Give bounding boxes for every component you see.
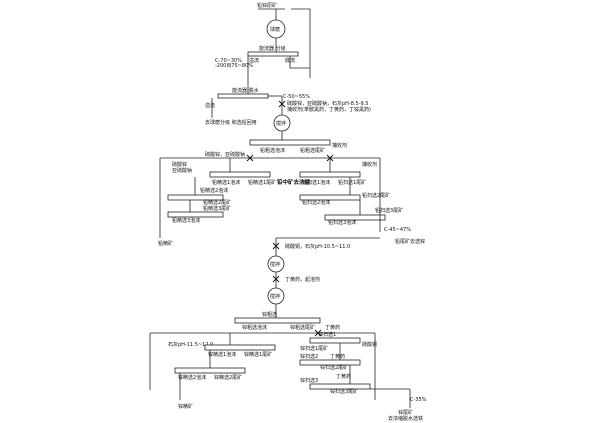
zn-scav3-tail-label: 锌扫选3尾矿 xyxy=(330,388,358,395)
pb-scav1-tail-label: 铅扫选1尾矿 xyxy=(338,179,366,186)
stir2-label: 搅拌 xyxy=(270,261,280,268)
zn-clean1-tail-label: 锌精选1尾矿 xyxy=(244,351,272,358)
reag-b-label: 硫酸锌 xyxy=(172,161,187,168)
zn-clean1-cell xyxy=(204,344,276,351)
pb-clean3-cell xyxy=(167,211,224,218)
zn-scav1-tail-label: 锌扫选1尾矿 xyxy=(300,345,328,352)
pb-scav3-froth-label: 铅扫选3泡沫 xyxy=(328,219,356,226)
pb-clean3-froth-label: 铅精选3泡沫 xyxy=(172,217,200,224)
pb-clean1-tail-label: 铅精选1尾矿 xyxy=(248,179,276,186)
zn-lime-label: 石灰pH-11.5~12.0 xyxy=(168,341,213,348)
reagent-mark-5b xyxy=(272,275,280,283)
collector1-label: 捕收剂(苯胺黑药，丁黄药，丁铵黑药) xyxy=(287,106,371,113)
hydro-overflow-label: 溢流 xyxy=(205,102,215,109)
zn-rough-cell xyxy=(234,317,321,324)
zn-clean2-froth-label: 锌精选2泡沫 xyxy=(178,374,206,381)
zn-clean2-cell xyxy=(174,367,246,374)
zn-scav1-label: 锌扫选1 xyxy=(318,331,336,338)
pb-scav2-tail-label: 铅扫选2尾矿 xyxy=(362,192,390,199)
zn-scav2-cell xyxy=(299,359,361,366)
c35-label: C-35% xyxy=(410,397,427,403)
pb-scav2-froth-label: 铅扫选2泡沫 xyxy=(302,199,330,206)
reag-c-label: 亚硫酸钠 xyxy=(172,167,192,174)
zn-scav2-tail-label: 锌扫选2尾矿 xyxy=(320,364,348,371)
pb-clean3-tail-label: 铅精选3尾矿 xyxy=(203,205,231,212)
pb-clean1-froth-label: 铅精选1泡沫 xyxy=(212,179,240,186)
pb-rough-cell xyxy=(249,139,331,146)
reagent-mark-2b xyxy=(246,154,254,162)
reagents1-label: 硫酸锌，亚硫酸钠，石灰pH-8.5-9.5 xyxy=(287,100,368,107)
ball-mill-label: 球磨 xyxy=(270,26,280,33)
feed-label: 铅锌原矿 xyxy=(257,2,277,9)
backwater-label: 去球磨分级 和选铅回用 xyxy=(205,119,257,126)
zn-clean1-froth-label: 锌精选1泡沫 xyxy=(208,351,236,358)
stir1-label: 搅拌 xyxy=(276,120,286,127)
zn-scav2-label: 锌扫选2 xyxy=(300,353,318,360)
grind2-label: -200目75~80% xyxy=(215,63,253,69)
classifier-label: 旋流器 分级 xyxy=(259,45,286,52)
stir3-label: 搅拌 xyxy=(270,293,280,300)
zn-tail-label: 锌尾矿 xyxy=(398,409,413,416)
pb-scav1-cell xyxy=(299,171,361,178)
zn-rough-tail-label: 锌粗选尾矿 xyxy=(290,324,315,331)
zn-cuso4-label: 硫酸铜 xyxy=(362,341,377,348)
zn-tail-note: 去浓缩脱水选铁 xyxy=(388,415,423,422)
reagent-mark-6b xyxy=(314,329,322,337)
pb-collector2-label: 捕收剂 xyxy=(362,161,377,168)
pb-mid-label: 铅中矿去浓缩 xyxy=(277,178,311,186)
zn-reag1-label: 硫酸铜，石灰pH-10.5~11.0 xyxy=(285,243,350,250)
reagent-mark-1b xyxy=(278,100,286,108)
zn-rough-froth-label: 锌粗选泡沫 xyxy=(242,324,267,331)
pb-clean1-cell xyxy=(209,171,271,178)
pb-scav1-froth-label: 铅扫选1泡沫 xyxy=(302,179,330,186)
pb-tail-label: 铅尾矿去选锌 xyxy=(395,238,425,245)
zn-rough-label: 锌粗选 xyxy=(262,311,277,318)
classifier-box xyxy=(247,51,299,57)
zn-xanthate3-label: 丁黄药 xyxy=(336,373,351,380)
pb-clean2-tail-label: 铅精选2尾矿 xyxy=(203,199,231,206)
zn-xanthate2-label: 丁黄药 xyxy=(330,353,345,360)
overflow1-label: 溢流 xyxy=(249,57,259,64)
reag-a-label: 硫酸锌，亚硫酸钠 xyxy=(205,151,245,158)
pb-scav2-cell xyxy=(299,194,361,201)
pb-collector-label: 捕收剂 xyxy=(332,142,347,149)
zn-scav3-cell xyxy=(309,383,371,390)
pb-clean2-cell xyxy=(167,194,224,201)
pb-scav3-tail-label: 铅扫选3尾矿 xyxy=(375,207,403,214)
thickener-box xyxy=(217,93,269,99)
zn-xanthate-label: 丁黄药 xyxy=(325,324,340,331)
zn-scav1-cell xyxy=(309,337,361,344)
c45-label: C-45~47% xyxy=(384,227,411,233)
grind1-label: C-70~30% xyxy=(215,58,242,64)
thickener-label: 旋流器 脱水 xyxy=(232,87,259,94)
pb-rough-tail-label: 铅粗选尾矿 xyxy=(300,147,325,154)
pb-scav3-cell xyxy=(324,214,386,221)
pb-conc-label: 铅精矿 xyxy=(158,240,173,247)
zn-reag2-label: 丁黄药，起泡剂 xyxy=(285,276,320,283)
conc-note: C-50~55% xyxy=(283,94,310,100)
zn-scav3-label: 锌扫选3 xyxy=(300,377,318,384)
zn-clean2-tail-label: 锌精选2尾矿 xyxy=(214,374,242,381)
zn-conc-label: 锌精矿 xyxy=(178,403,193,410)
pb-clean2-froth-label: 铅精选2泡沫 xyxy=(200,187,228,194)
pb-rough-label: 铅粗选泡沫 xyxy=(260,147,285,154)
reagent-mark-4b xyxy=(272,242,280,250)
